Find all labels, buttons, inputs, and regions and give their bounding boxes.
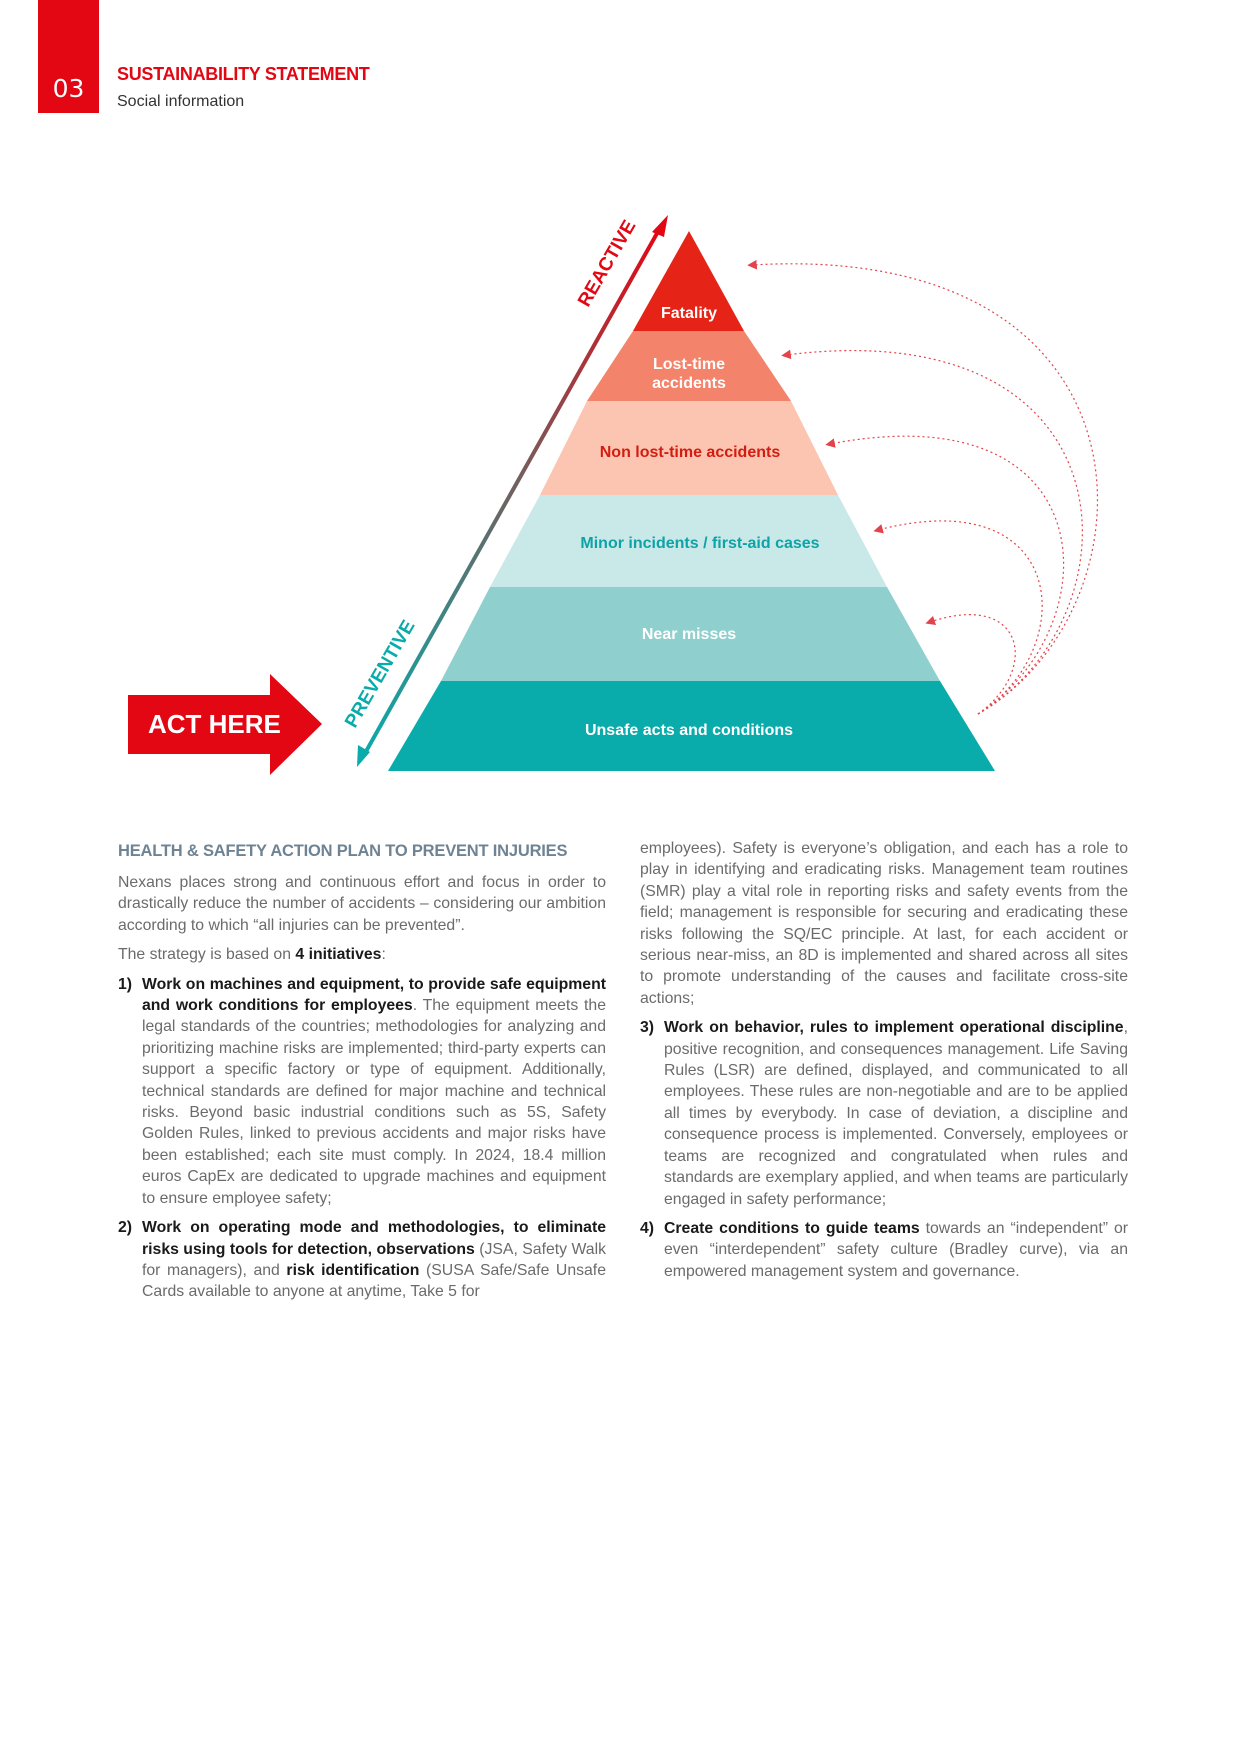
level-label-lost-time-2: accidents: [652, 375, 726, 392]
initiative-2: 2) Work on operating mode and methodolog…: [118, 1217, 606, 1303]
strategy-text: The strategy is based on: [118, 946, 296, 964]
level-label-near-misses: Near misses: [642, 626, 736, 643]
level-label-minor-incidents: Minor incidents / first-aid cases: [580, 535, 819, 552]
level-label-unsafe-acts: Unsafe acts and conditions: [585, 722, 793, 739]
section-subtitle: Social information: [117, 93, 245, 110]
reactive-label: REACTIVE: [574, 217, 640, 311]
level-fatality: [633, 231, 744, 331]
strategy-punct: :: [381, 946, 386, 964]
initiative-number: 1): [118, 975, 133, 993]
initiative-title: Work on behavior, rules to implement ope…: [664, 1019, 1124, 1037]
section-title: SUSTAINABILITY STATEMENT: [117, 64, 370, 84]
initiative-number: 3): [640, 1019, 655, 1037]
initiative-3: 3) Work on behavior, rules to implement …: [640, 1017, 1128, 1210]
section-heading: HEALTH & SAFETY ACTION PLAN TO PREVENT I…: [118, 842, 568, 860]
initiative-title: Create conditions to guide teams: [664, 1219, 920, 1237]
act-here-arrow: [128, 674, 322, 775]
initiative-title: Work on operating mode and methodologies…: [142, 1219, 606, 1258]
level-label-fatality: Fatality: [661, 305, 717, 322]
act-here-label: ACT HERE: [148, 709, 281, 739]
level-label-non-lost-time: Non lost-time accidents: [600, 444, 781, 461]
initiative-1: 1) Work on machines and equipment, to pr…: [118, 974, 606, 1209]
level-lost-time: [587, 331, 791, 401]
reactive-arrowhead: [652, 215, 668, 237]
right-column: employees). Safety is everyone’s obligat…: [640, 838, 1128, 1290]
reactive-preventive-axis: [362, 227, 662, 756]
level-label-lost-time: Lost-time: [653, 356, 725, 373]
feedback-arrow-fatality: [747, 259, 1099, 715]
initiative-text: (SUSA Safe/Safe Unsafe Cards available t…: [142, 1261, 606, 1301]
safety-pyramid-diagram: Fatality Lost-time accidents Non lost-ti…: [128, 215, 1099, 775]
left-column: HEALTH & SAFETY ACTION PLAN TO PREVENT I…: [118, 840, 606, 1311]
initiative-2-continued: employees). Safety is everyone’s obligat…: [640, 840, 1128, 1007]
initiative-text: . The equipment meets the legal standard…: [142, 997, 606, 1207]
initiative-4: 4) Create conditions to guide teams towa…: [640, 1218, 1128, 1282]
strategy-emphasis: 4 initiatives: [295, 946, 382, 964]
initiative-number: 4): [640, 1219, 655, 1237]
initiative-title: Work on machines and equipment, to provi…: [142, 975, 606, 1015]
initiative-number: 2): [118, 1219, 133, 1237]
initiative-emphasis: risk identification: [286, 1261, 420, 1279]
level-minor-incidents: [490, 495, 887, 587]
feedback-arrow-non-lost-time: [825, 435, 1065, 715]
initiative-text: , positive recognition, and consequences…: [664, 1019, 1128, 1208]
level-unsafe-acts: [388, 681, 995, 771]
level-near-misses: [441, 587, 940, 681]
chapter-tab: 03: [38, 0, 99, 113]
preventive-arrowhead: [357, 745, 370, 767]
strategy-line: The strategy is based on 4 initiatives:: [118, 944, 606, 965]
level-non-lost-time: [540, 401, 838, 495]
initiative-text: towards an “independent” or even “interd…: [664, 1219, 1128, 1280]
intro-paragraph: Nexans places strong and continuous effo…: [118, 874, 606, 934]
chapter-number: 03: [52, 74, 85, 103]
initiative-text: (JSA, Safety Walk for managers), and: [142, 1240, 606, 1279]
